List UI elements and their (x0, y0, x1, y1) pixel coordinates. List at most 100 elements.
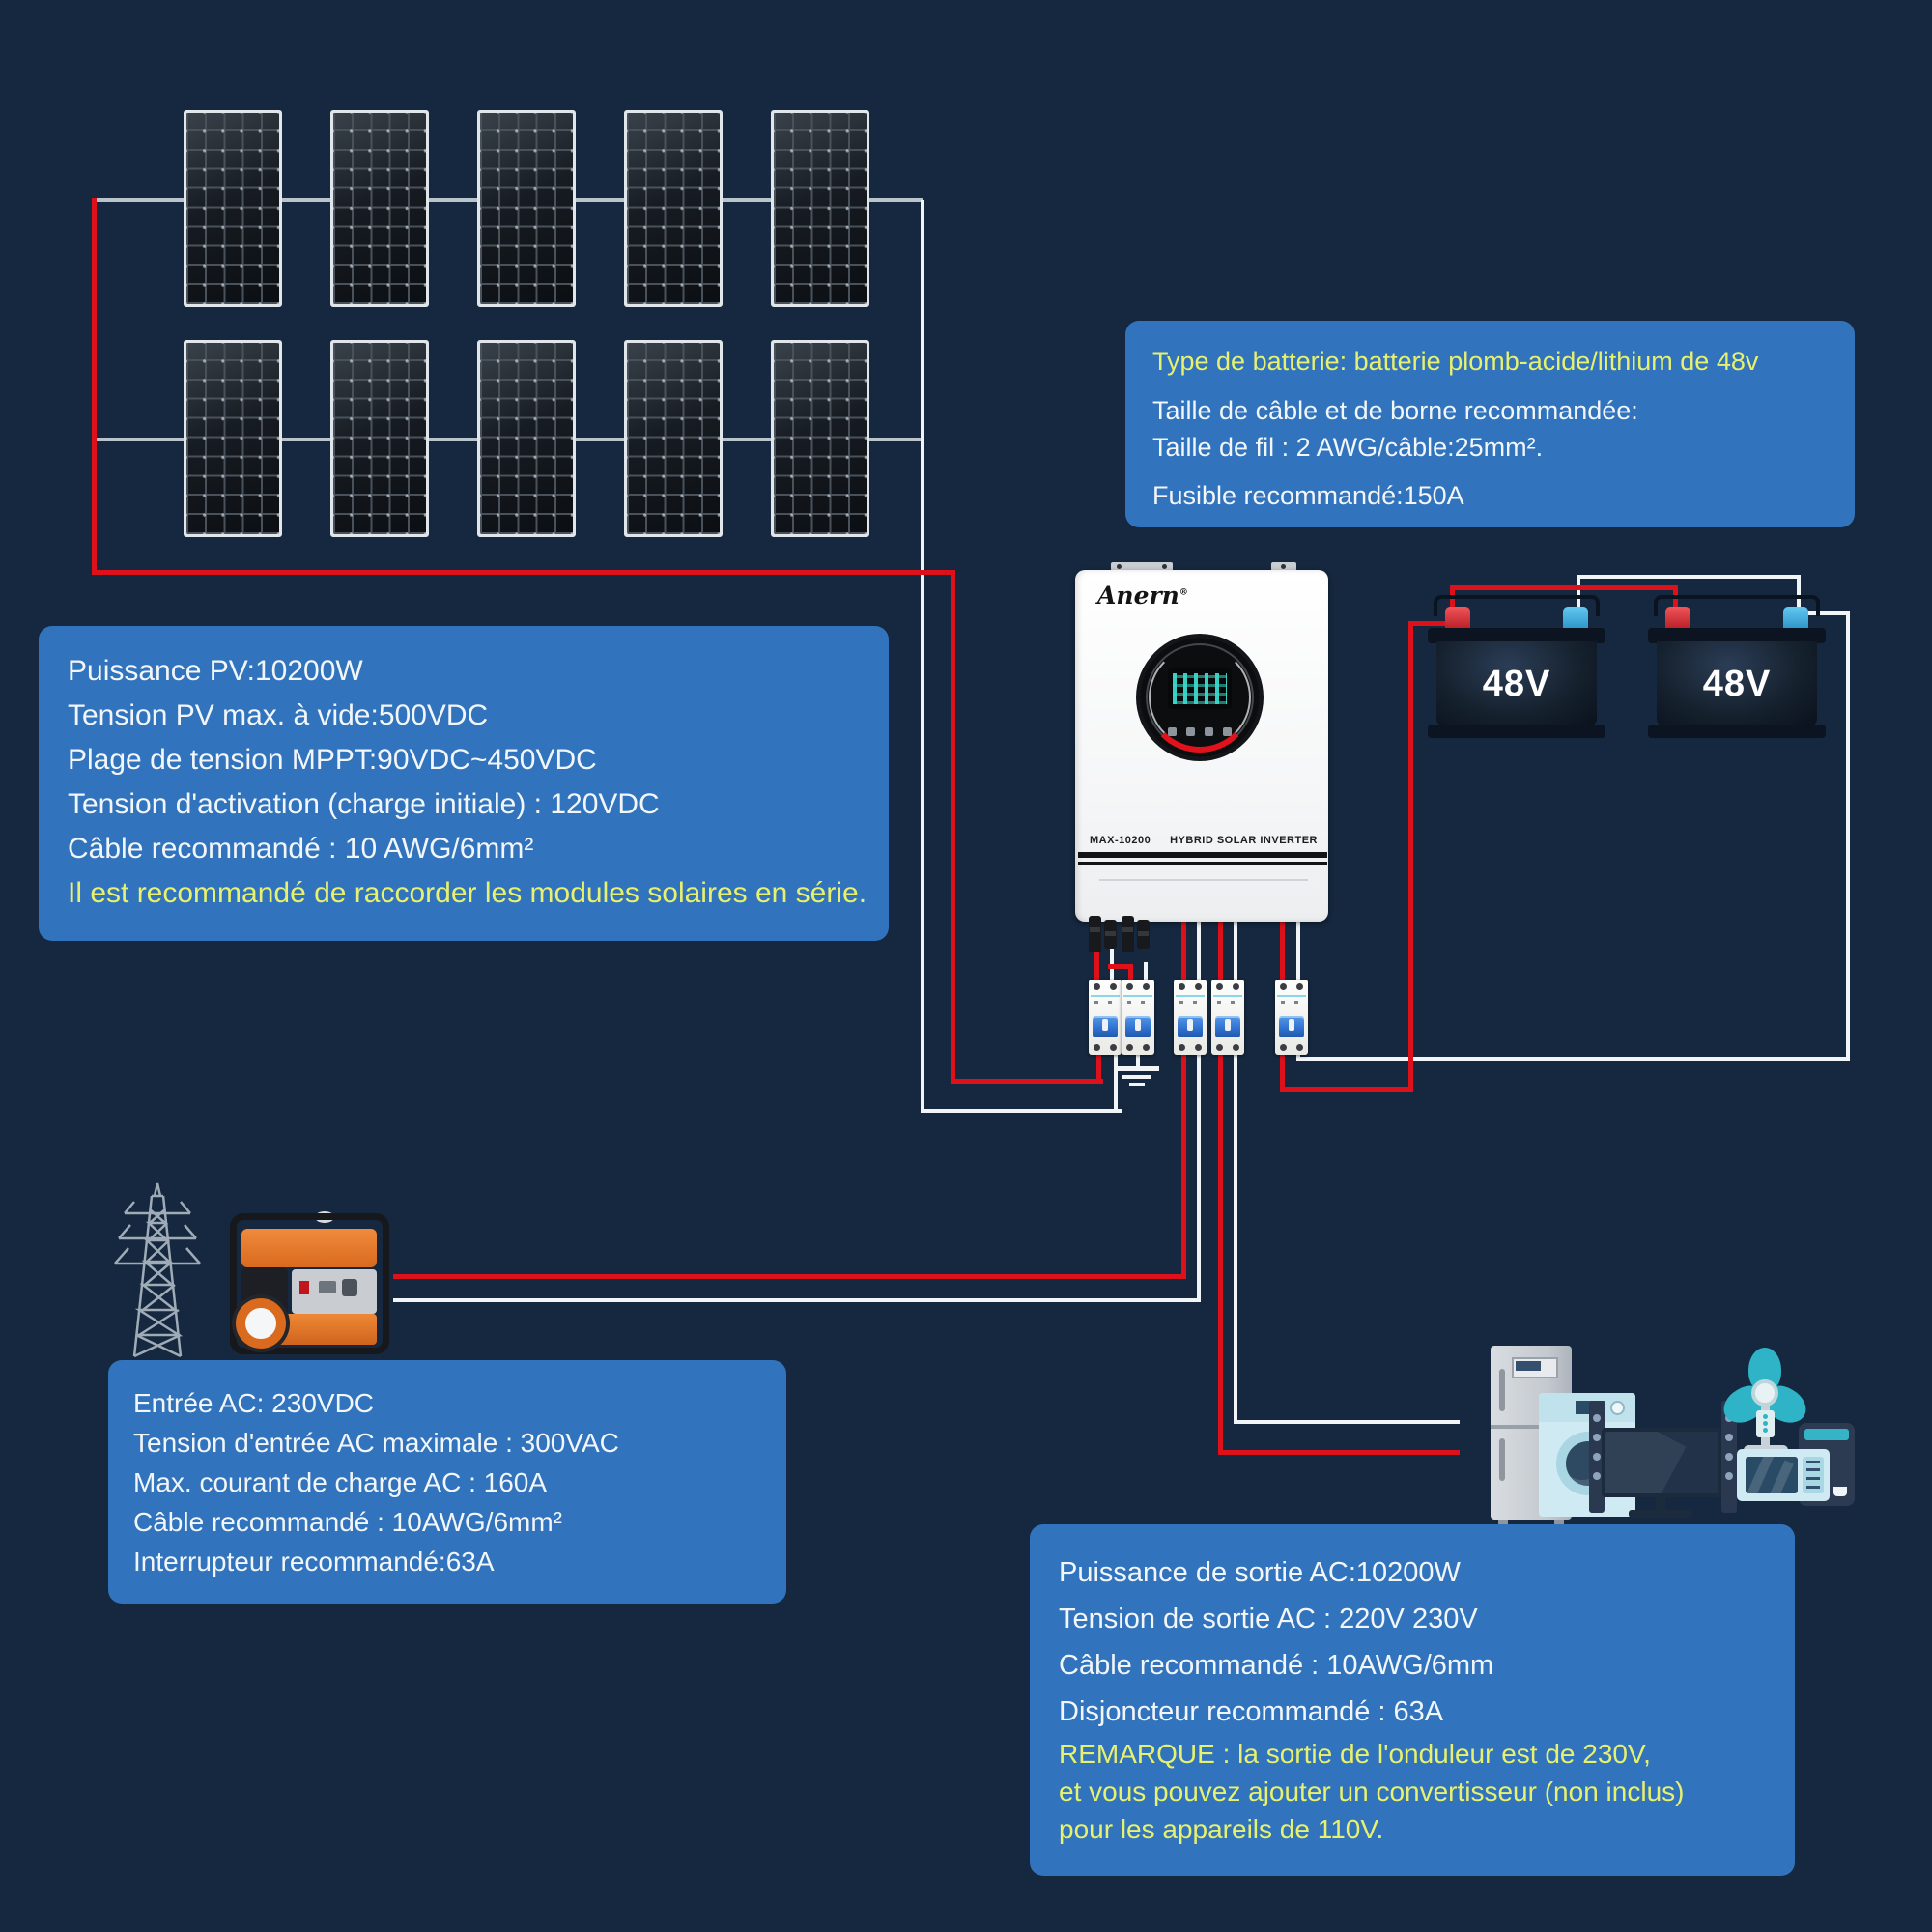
wire-ac-in-live (393, 1274, 1186, 1279)
battery-voltage-label: 48V (1702, 663, 1772, 704)
ground-symbol (1129, 1083, 1145, 1086)
tv-stand (1629, 1510, 1692, 1518)
wire-battery-negative (1808, 611, 1850, 615)
ac-input-breaker (1174, 980, 1207, 1055)
wire-segment (1197, 921, 1201, 982)
wire-pv-positive (1096, 1049, 1101, 1084)
wire-ac-out-live (1218, 1049, 1223, 1455)
battery-base (1648, 724, 1826, 738)
spec-line: Max. courant de charge AC : 160A (133, 1467, 548, 1497)
spec-line: Tension de sortie AC : 220V 230V (1059, 1604, 1478, 1634)
battery-lid (1648, 628, 1826, 643)
battery-frame (1434, 595, 1600, 616)
wire-segment (1110, 923, 1114, 983)
wire-battery-positive (1408, 621, 1413, 1092)
breaker-toggle (1279, 1016, 1304, 1037)
wire-ac-in-live (1181, 1049, 1186, 1279)
wire-ac-out-neutral (1234, 1420, 1460, 1424)
wire-battery-link (1673, 585, 1678, 616)
mc4-connector-icon (1089, 916, 1101, 952)
generator-frame (230, 1213, 389, 1354)
mc4-connector-icon (1137, 920, 1150, 949)
spec-line: Puissance de sortie AC:10200W (1059, 1557, 1461, 1588)
button-icon (1223, 727, 1232, 736)
solar-panel (330, 340, 429, 537)
ground-symbol (1115, 1066, 1159, 1071)
brand-name: Anern (1097, 582, 1179, 610)
battery-specs-box: Type de batterie: batterie plomb-acide/l… (1125, 321, 1855, 527)
solar-panel (624, 340, 723, 537)
wire-pv-positive (92, 198, 97, 575)
wire-segment (1280, 921, 1285, 982)
wire-ac-in-neutral (393, 1298, 1201, 1302)
solar-panel (330, 110, 429, 307)
solar-panel (477, 110, 576, 307)
inverter-mount-tab (1271, 562, 1296, 571)
spec-line: Tension d'entrée AC maximale : 300VAC (133, 1428, 619, 1458)
wire-segment (1218, 921, 1223, 982)
pv-breaker-pole1 (1089, 980, 1122, 1055)
wire-battery-positive (1280, 1087, 1413, 1092)
wire-segment (1094, 923, 1099, 983)
inverter-display (1140, 638, 1260, 757)
solar-panel (184, 110, 282, 307)
generator-panel (292, 1269, 377, 1314)
battery-base (1428, 724, 1605, 738)
wire-ac-in-neutral (1197, 1049, 1201, 1302)
tv-stand (1656, 1497, 1665, 1511)
breaker-toggle (1178, 1016, 1203, 1037)
spec-line: Taille de câble et de borne recommandée: (1152, 396, 1638, 425)
button-icon (1186, 727, 1195, 736)
button-icon (1168, 727, 1177, 736)
pv-specs-box: Puissance PV:10200W Tension PV max. à vi… (39, 626, 889, 941)
inverter-buttons (1140, 727, 1260, 736)
display-ring (1149, 646, 1251, 749)
spec-note: et vous pouvez ajouter un convertisseur … (1059, 1776, 1685, 1806)
brand-logo: Anern® (1097, 582, 1188, 610)
solar-panel (624, 110, 723, 307)
breaker-toggle (1125, 1016, 1151, 1037)
spec-line: Tension PV max. à vide:500VDC (68, 699, 489, 731)
inverter-mount-tab (1111, 562, 1173, 571)
battery-voltage-label: 48V (1482, 663, 1551, 704)
wire-pv-negative (1114, 1049, 1118, 1113)
wire-battery-negative (1296, 1049, 1300, 1061)
mc4-connector-icon (1122, 916, 1134, 952)
wire-pv-positive (92, 570, 955, 575)
spec-line: Fusible recommandé:150A (1152, 481, 1464, 510)
battery-breaker (1275, 980, 1308, 1055)
inverter-model-label: MAX-10200 (1090, 835, 1151, 846)
spec-line: Taille de fil : 2 AWG/câble:25mm². (1152, 433, 1544, 462)
solar-panel (477, 340, 576, 537)
mc4-connector-icon (1104, 920, 1117, 949)
wire-battery-link (1450, 585, 1455, 616)
registered-mark: ® (1179, 587, 1188, 598)
wire-battery-negative (1846, 611, 1850, 1061)
wire-segment (1181, 921, 1186, 982)
lcd-icons (1173, 673, 1227, 704)
spec-line: Câble recommandé : 10AWG/6mm (1059, 1650, 1494, 1681)
spec-line: Entrée AC: 230VDC (133, 1388, 375, 1418)
inverter-type-label: HYBRID SOLAR INVERTER (1170, 835, 1318, 846)
solar-panel (771, 340, 869, 537)
battery-48v: 48V (1648, 595, 1826, 738)
wire-battery-link (1577, 575, 1801, 579)
wire-battery-link (1450, 585, 1678, 590)
wire-battery-positive (1408, 621, 1455, 626)
tv-icon (1602, 1428, 1721, 1497)
wire-ac-out-live (1218, 1450, 1460, 1455)
pv-breaker-pole2 (1122, 980, 1154, 1055)
battery-frame (1654, 595, 1820, 616)
spec-note: pour les appareils de 110V. (1059, 1814, 1384, 1844)
wire-pv-negative (921, 1109, 1122, 1113)
wire-segment (1234, 921, 1237, 982)
ac-output-specs-box: Puissance de sortie AC:10200W Tension de… (1030, 1524, 1795, 1876)
generator-wheel-icon (236, 1298, 286, 1349)
wire-battery-negative (1296, 1057, 1850, 1061)
button-icon (1205, 727, 1213, 736)
battery-body: 48V (1657, 641, 1817, 726)
generator-tank (242, 1229, 377, 1267)
spec-note: REMARQUE : la sortie de l'onduleur est d… (1059, 1739, 1651, 1769)
inverter-groove (1099, 879, 1308, 881)
